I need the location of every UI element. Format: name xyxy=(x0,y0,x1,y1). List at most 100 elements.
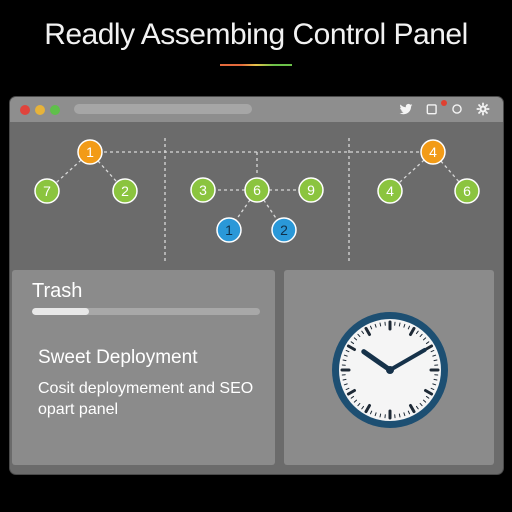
clock-tick xyxy=(422,337,427,341)
refresh-icon[interactable] xyxy=(450,102,464,116)
clock-tick xyxy=(350,395,355,399)
clock-tick xyxy=(379,322,382,327)
clock-tick xyxy=(364,404,371,414)
page-headline: Readly Assembing Control Panel xyxy=(44,18,468,51)
clock-tick xyxy=(409,326,416,336)
graph-node-label: 3 xyxy=(199,182,207,198)
clock-tick xyxy=(345,387,350,391)
graph-node[interactable]: 6 xyxy=(244,177,270,203)
clock-tick xyxy=(345,349,350,353)
clock-tick xyxy=(374,412,377,417)
graph-node[interactable]: 6 xyxy=(454,178,480,204)
graph-node[interactable]: 7 xyxy=(34,178,60,204)
graph-node[interactable]: 3 xyxy=(190,177,216,203)
graph-node-label: 2 xyxy=(121,183,129,199)
close-window-button[interactable] xyxy=(20,105,30,115)
clock-tick xyxy=(419,333,423,338)
graph-node-circle xyxy=(216,217,242,243)
clock-tick xyxy=(364,326,371,336)
graph-node-label: 1 xyxy=(225,222,233,238)
clock-tick xyxy=(407,325,411,330)
clock-tick xyxy=(342,359,347,362)
clock-tick xyxy=(343,354,348,357)
clock-tick xyxy=(343,383,348,386)
clock-tick xyxy=(361,405,365,410)
clock-tick xyxy=(350,341,355,345)
graph-node[interactable]: 2 xyxy=(271,217,297,243)
graph-node-label: 4 xyxy=(386,183,394,199)
notification-icon[interactable] xyxy=(425,102,439,116)
clock-tick xyxy=(432,354,437,357)
clock-tick xyxy=(422,399,427,403)
clock-tick xyxy=(369,410,373,415)
clock-hour-hand xyxy=(361,349,393,373)
clock-tick xyxy=(433,378,438,381)
clock-tick xyxy=(430,349,435,353)
clock-tick xyxy=(353,337,358,341)
clock-tick xyxy=(415,330,419,335)
graph-node-circle xyxy=(244,177,270,203)
clock-tick xyxy=(403,323,406,328)
clock-panel xyxy=(284,270,494,465)
headline-underline xyxy=(220,64,292,66)
clock-tick xyxy=(361,330,365,335)
trash-panel-title: Trash xyxy=(32,280,83,302)
clock-tick xyxy=(425,395,430,399)
clock-tick xyxy=(357,402,361,407)
graph-node-circle xyxy=(420,139,446,165)
graph-node-label: 6 xyxy=(463,183,471,199)
clock-icon xyxy=(332,312,448,428)
trash-panel: Trash Sweet Deployment Cosit deploymemen… xyxy=(12,270,275,465)
notification-badge xyxy=(441,100,447,106)
clock-tick xyxy=(407,410,411,415)
clock-tick xyxy=(419,402,423,407)
graph-node[interactable]: 4 xyxy=(377,178,403,204)
window-toolbar xyxy=(10,97,503,122)
graph-node[interactable]: 2 xyxy=(112,178,138,204)
graph-node[interactable]: 4 xyxy=(420,139,446,165)
graph-node[interactable]: 9 xyxy=(298,177,324,203)
gear-icon[interactable] xyxy=(476,102,490,116)
clock-tick xyxy=(403,412,406,417)
clock-tick xyxy=(398,322,401,327)
clock-tick xyxy=(409,404,416,414)
deployment-description: Cosit deploymement and SEO opart panel xyxy=(38,380,254,418)
graph-node-circle xyxy=(271,217,297,243)
graph-node-label: 2 xyxy=(280,222,288,238)
deployment-heading: Sweet Deployment xyxy=(38,347,198,368)
clock-minute-hand xyxy=(388,348,427,372)
graph-node-label: 6 xyxy=(253,182,261,198)
graph-node-circle xyxy=(112,178,138,204)
graph-node-circle xyxy=(454,178,480,204)
maximize-window-button[interactable] xyxy=(50,105,60,115)
clock-tick xyxy=(342,378,347,381)
trash-progress-fill xyxy=(32,308,89,315)
clock-tick xyxy=(398,413,401,418)
graph-node-circle xyxy=(77,139,103,165)
clock-tick xyxy=(353,399,358,403)
clock-tick xyxy=(424,389,434,396)
graph-node-label: 9 xyxy=(307,182,315,198)
graph-node-label: 4 xyxy=(429,144,437,160)
trash-progress-bar xyxy=(32,308,260,315)
graph-node-label: 1 xyxy=(86,144,94,160)
graph-node[interactable]: 1 xyxy=(77,139,103,165)
clock-tick xyxy=(424,344,434,351)
clock-tick xyxy=(346,389,356,396)
graph-node-circle xyxy=(377,178,403,204)
clock-tick xyxy=(433,359,438,362)
address-bar[interactable] xyxy=(74,104,252,114)
clock-tick xyxy=(432,383,437,386)
clock-tick xyxy=(374,323,377,328)
clock-tick xyxy=(369,325,373,330)
clock-tick xyxy=(425,341,430,345)
graph-node-circle xyxy=(34,178,60,204)
clock-tick xyxy=(430,387,435,391)
graph-node-label: 7 xyxy=(43,183,51,199)
graph-node[interactable]: 1 xyxy=(216,217,242,243)
minimize-window-button[interactable] xyxy=(35,105,45,115)
clock-tick xyxy=(415,405,419,410)
twitter-icon[interactable] xyxy=(399,102,413,116)
